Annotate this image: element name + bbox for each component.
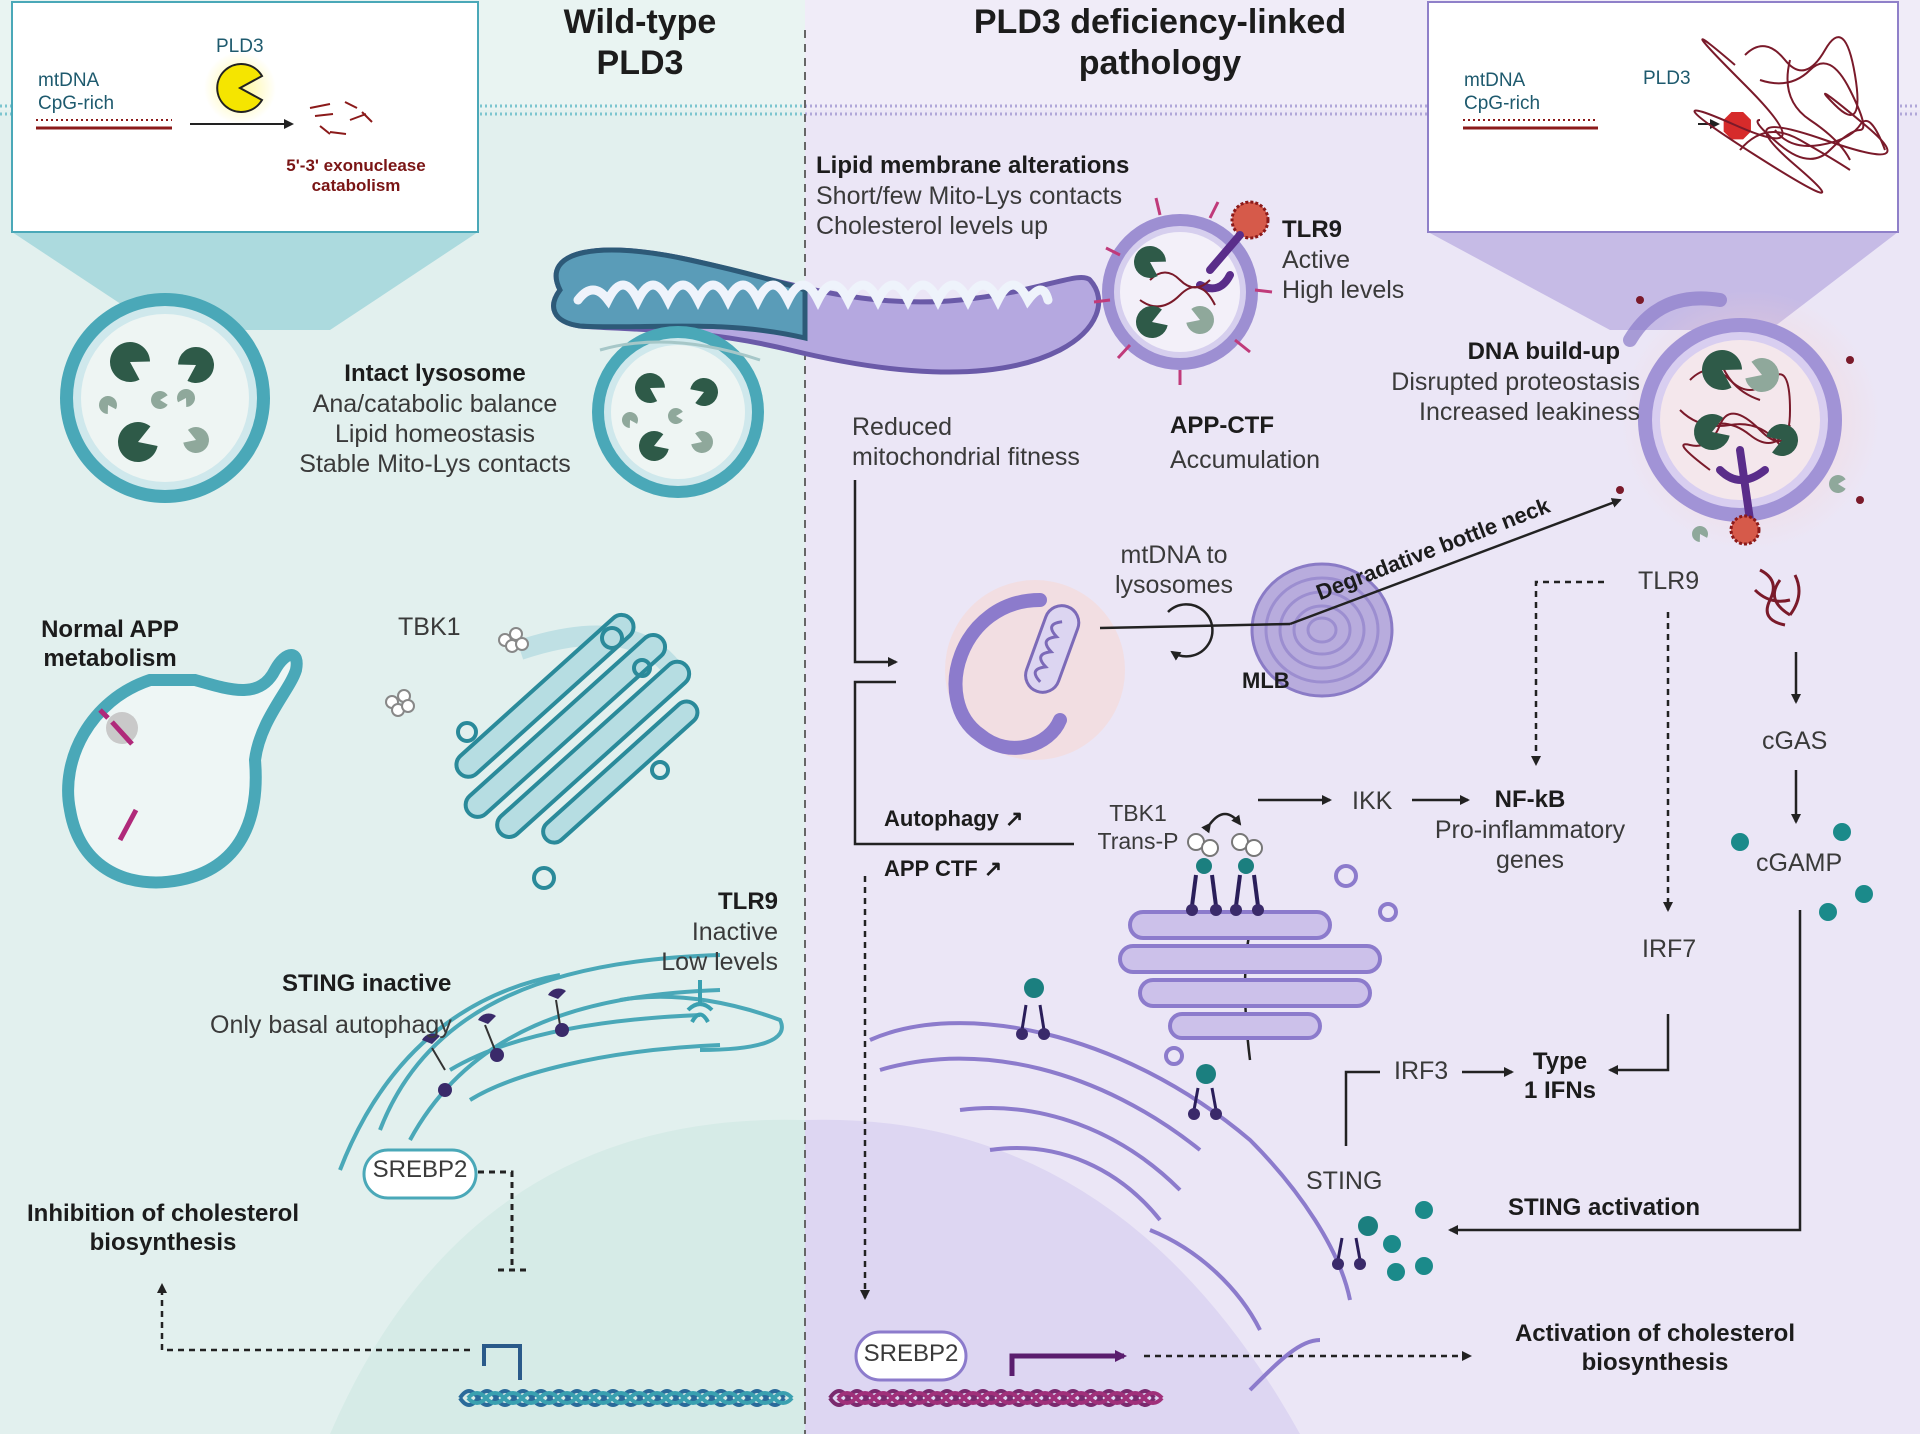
- hydrolase-enzyme-icon: [668, 408, 683, 424]
- hydrolase-enzyme-icon: [177, 389, 195, 407]
- basal-autophagy-text: Only basal autophagy: [210, 1011, 452, 1039]
- hydrolase-enzyme-icon: [183, 427, 209, 453]
- app-ctf-up-label: APP CTF ↗: [884, 856, 1003, 881]
- stop-sign-label: STOP: [1645, 118, 1681, 133]
- hydrolase-enzyme-icon: [691, 431, 713, 453]
- hydrolase-enzyme-icon: [1134, 246, 1166, 278]
- irf3-label: IRF3: [1394, 1057, 1449, 1085]
- sting-label-right: STING: [1306, 1167, 1383, 1195]
- hydrolase-enzyme-icon: [118, 422, 158, 462]
- irf7-label: IRF7: [1642, 935, 1697, 963]
- hydrolase-enzyme-icon: [1692, 526, 1708, 542]
- er-right: [869, 1021, 1352, 1392]
- cgamp-molecules: [1383, 823, 1873, 1281]
- tbk1-complex: [1186, 812, 1264, 916]
- left-inset-pld3-label: PLD3: [216, 36, 264, 57]
- hydrolase-enzyme-icon: [1694, 414, 1730, 450]
- mtdna-to-lysosome-line: [1099, 622, 1291, 630]
- left-inset: [11, 1, 479, 330]
- srebp2-right: SREBP2: [863, 1340, 959, 1367]
- right-inset-pld3-label: PLD3: [1643, 68, 1691, 89]
- er-left: [338, 953, 784, 1171]
- hydrolase-enzyme-icon: [1829, 475, 1846, 493]
- blocked-promoter-icon: [482, 1344, 522, 1380]
- hydrolase-enzyme-icon: [1702, 350, 1742, 390]
- tlr9-active-text: TLR9 Active High levels: [1282, 216, 1405, 304]
- app-ctf-text: APP-CTF Accumulation: [1170, 412, 1321, 474]
- sting-activation-label: STING activation: [1508, 1194, 1701, 1221]
- sting-active-receptors: [1016, 978, 1378, 1270]
- srebp2-left: SREBP2: [372, 1156, 468, 1183]
- hydrolase-enzyme-icon: [1186, 306, 1214, 334]
- hydrolase-enzymes-right: [1134, 246, 1846, 542]
- tbk1-label-left: TBK1: [398, 613, 461, 641]
- hydrolase-enzyme-icon: [635, 373, 665, 403]
- hydrolase-enzyme-icon: [99, 396, 117, 414]
- recycle-arrow-icon: [1167, 603, 1214, 661]
- hydrolase-enzyme-icon: [1745, 358, 1779, 392]
- multilamellar-body: [1250, 562, 1394, 698]
- hydrolase-enzymes-left: [99, 342, 718, 462]
- dna-helix-left: [458, 1389, 794, 1407]
- sting-inactive-title: STING inactive: [282, 970, 452, 997]
- hydrolase-enzyme-icon: [178, 347, 214, 383]
- hydrolase-enzyme-icon: [639, 431, 669, 461]
- intact-lysosome-text: Intact lysosome Ana/catabolic balance Li…: [299, 360, 571, 478]
- mtdna-strand-left: [36, 119, 172, 130]
- cgamp-label: cGAMP: [1756, 849, 1843, 877]
- dna-tangle-icon: [1693, 36, 1889, 194]
- ikk-label: IKK: [1352, 787, 1393, 815]
- dna-buildup-text: DNA build-up Disrupted proteostasis Incr…: [1391, 338, 1640, 426]
- hydrolase-enzyme-icon: [622, 412, 638, 428]
- sting-inactive-receptors: [422, 980, 714, 1097]
- nfkb-text: NF-kB Pro-inflammatory genes: [1434, 786, 1626, 874]
- mitochondrion: [551, 247, 1102, 375]
- tlr9-inactive-text: TLR9 Inactive Low levels: [661, 888, 778, 976]
- dna-helix-right: [828, 1389, 1164, 1407]
- intact-lysosome-1: [60, 293, 270, 503]
- golgi-right: [1118, 864, 1398, 1066]
- lipid-alterations-text: Lipid membrane alterations Short/few Mit…: [816, 152, 1130, 240]
- bottleneck-arrow: [1289, 498, 1622, 626]
- golgi-left: [454, 612, 700, 890]
- hydrolase-enzyme-icon: [1136, 306, 1168, 338]
- cytosolic-dna-icon: [1753, 568, 1801, 627]
- autophagy-up-label: Autophagy ↗: [884, 806, 1024, 831]
- pld3-pacman-icon: [216, 63, 264, 113]
- dna-buildup-lysosome: [1616, 290, 1880, 550]
- active-promoter-icon: [1009, 1350, 1127, 1376]
- tbk1-icon: [385, 627, 529, 717]
- hydrolase-enzyme-icon: [690, 378, 718, 406]
- app-endosome: [62, 649, 303, 889]
- hydrolase-enzyme-icon: [110, 342, 150, 382]
- srebp2-pill-left-shape: [362, 1148, 478, 1200]
- dashed-pathway-arrows: [860, 580, 1673, 1361]
- cgas-label: cGAS: [1762, 727, 1828, 755]
- hydrolase-enzyme-icon: [151, 391, 168, 409]
- mlb-label: MLB: [1242, 668, 1290, 693]
- srebp2-inhibition-line: [478, 1170, 526, 1272]
- srebp2-pill-right-shape: [854, 1330, 968, 1382]
- plasma-membrane: [0, 104, 1920, 116]
- autophagosome: [945, 580, 1125, 760]
- hydrolase-enzyme-icon: [1766, 424, 1798, 456]
- tlr9-right-label: TLR9: [1638, 567, 1700, 595]
- dna-fragments-icon: [309, 101, 373, 135]
